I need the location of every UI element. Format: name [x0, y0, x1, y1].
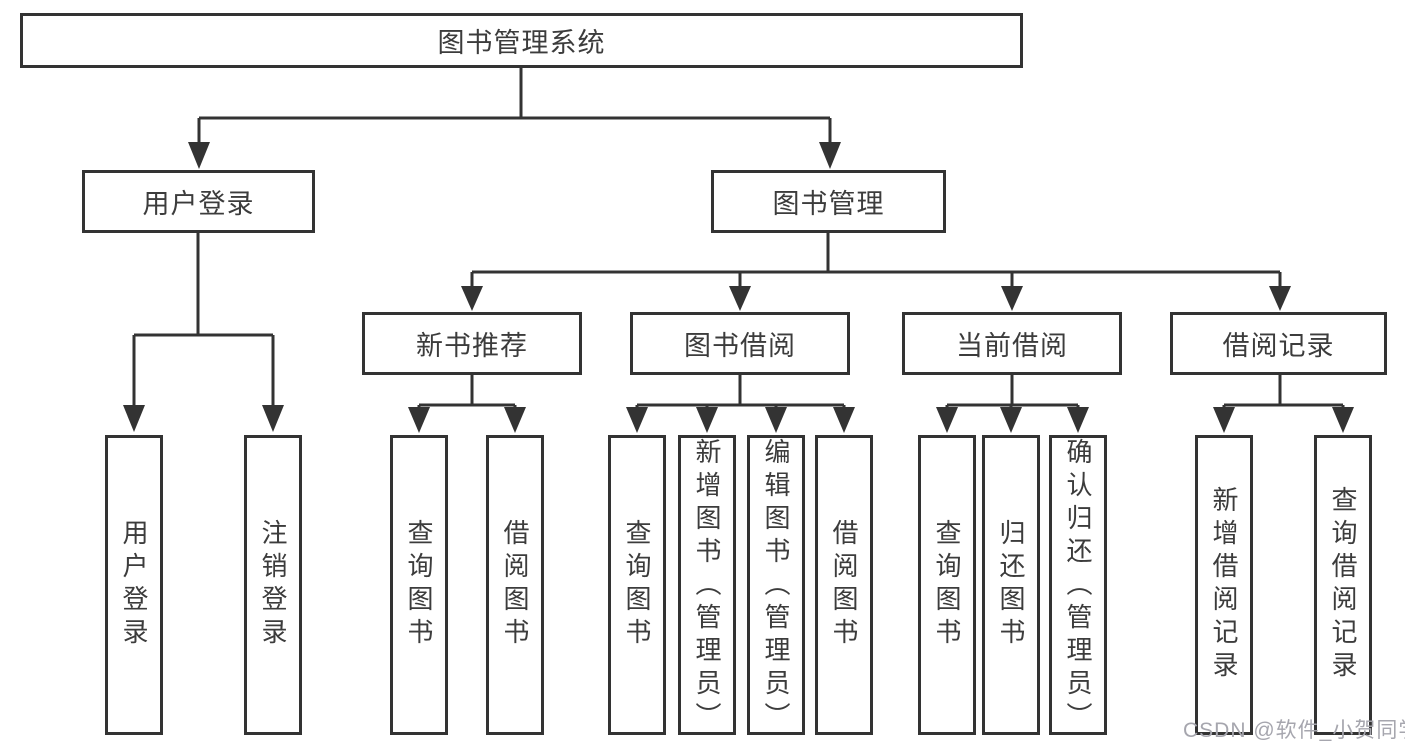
- leaf-newbook-borrow: 借阅图书: [486, 435, 544, 735]
- csdn-watermark: CSDN @软件_小贺同学: [1183, 719, 1405, 742]
- leaf-borrow-add-label: 新增图书（管理员）: [692, 438, 722, 735]
- leaf-current-query: 查询图书: [918, 435, 976, 735]
- leaf-record-query: 查询借阅记录: [1314, 435, 1372, 735]
- connector-root: [197, 68, 832, 144]
- leaf-current-confirm: 确认归还（管理员）: [1049, 435, 1107, 735]
- leaf-current-confirm-label: 确认归还（管理员）: [1063, 438, 1093, 735]
- node-book-borrow-label: 图书借阅: [684, 331, 796, 361]
- leaf-user-login: 用户登录: [105, 435, 163, 735]
- connector-book-borrow: [635, 375, 846, 409]
- leaf-record-query-label: 查询借阅记录: [1328, 486, 1358, 684]
- leaf-record-add-label: 新增借阅记录: [1209, 486, 1239, 684]
- node-book-mgmt: 图书管理: [711, 170, 946, 233]
- leaf-logout: 注销登录: [244, 435, 302, 735]
- leaf-newbook-query: 查询图书: [390, 435, 448, 735]
- leaf-record-add: 新增借阅记录: [1195, 435, 1253, 735]
- connector-user-login: [132, 233, 275, 406]
- node-current-borrow-label: 当前借阅: [956, 331, 1068, 361]
- leaf-borrow-query-label: 查询图书: [622, 519, 652, 651]
- node-root: 图书管理系统: [20, 13, 1023, 68]
- leaf-borrow-query: 查询图书: [608, 435, 666, 735]
- leaf-current-return: 归还图书: [982, 435, 1040, 735]
- node-current-borrow: 当前借阅: [902, 312, 1122, 375]
- leaf-current-query-label: 查询图书: [932, 519, 962, 651]
- leaf-borrow-edit: 编辑图书（管理员）: [747, 435, 805, 735]
- node-book-mgmt-label: 图书管理: [772, 189, 885, 219]
- connector-borrow-record: [1222, 375, 1345, 409]
- arrowheads: [123, 142, 1354, 433]
- connector-current-borrow: [945, 375, 1080, 409]
- connector-new-book: [417, 375, 517, 409]
- connector-book-mgmt: [470, 233, 1282, 288]
- node-root-label: 图书管理系统: [437, 28, 606, 58]
- node-user-login-label: 用户登录: [142, 189, 255, 219]
- node-new-book-rec-label: 新书推荐: [416, 331, 528, 361]
- leaf-borrow-edit-label: 编辑图书（管理员）: [761, 438, 791, 735]
- node-new-book-rec: 新书推荐: [362, 312, 582, 375]
- leaf-user-login-label: 用户登录: [119, 519, 149, 651]
- leaf-borrow-borrow: 借阅图书: [815, 435, 873, 735]
- node-borrow-record-label: 借阅记录: [1222, 331, 1335, 361]
- leaf-borrow-borrow-label: 借阅图书: [829, 519, 859, 651]
- node-user-login: 用户登录: [82, 170, 315, 233]
- leaf-logout-label: 注销登录: [258, 519, 288, 651]
- leaf-newbook-query-label: 查询图书: [404, 519, 434, 651]
- node-book-borrow: 图书借阅: [630, 312, 850, 375]
- leaf-borrow-add: 新增图书（管理员）: [678, 435, 736, 735]
- leaf-current-return-label: 归还图书: [996, 519, 1026, 651]
- leaf-newbook-borrow-label: 借阅图书: [500, 519, 530, 651]
- node-borrow-record: 借阅记录: [1170, 312, 1387, 375]
